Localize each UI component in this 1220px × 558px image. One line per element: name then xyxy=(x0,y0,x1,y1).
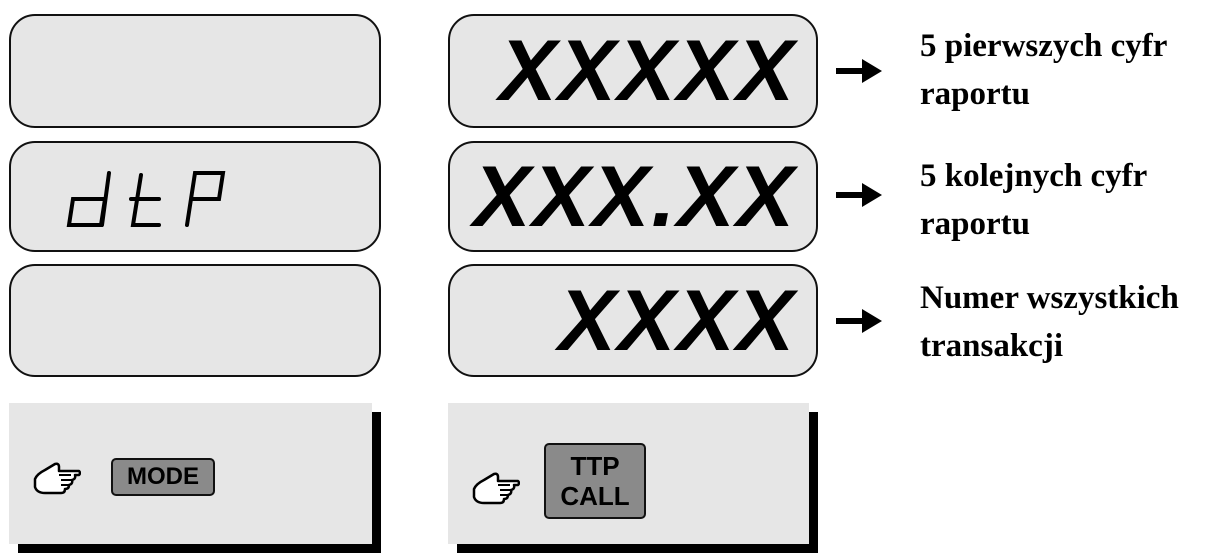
arrow-right-icon xyxy=(836,59,882,83)
ttp-call-key-label-line1: TTP xyxy=(570,451,620,481)
ttp-call-key[interactable]: TTP CALL xyxy=(544,443,646,519)
lcd-readout-next-digits: XXX.XX xyxy=(473,148,796,245)
lcd-readout-first-digits: XXXXX xyxy=(499,23,796,119)
arrow-right-icon xyxy=(836,183,882,207)
annotation-line: 5 pierwszych cyfr xyxy=(920,28,1168,64)
mode-key[interactable]: MODE xyxy=(111,458,215,496)
arrow-right-icon xyxy=(836,309,882,333)
lcd-display-right-3: XXXX xyxy=(448,264,818,377)
lcd-display-right-2: XXX.XX xyxy=(448,141,818,252)
annotation-transaction-count: Numer wszystkich transakcji xyxy=(920,274,1179,370)
key-panel-mode: MODE xyxy=(9,403,372,544)
annotation-line: raportu xyxy=(920,206,1030,242)
lcd-display-left-3 xyxy=(9,264,381,377)
annotation-first-digits: 5 pierwszych cyfr raportu xyxy=(920,22,1167,118)
annotation-line: Numer wszystkich xyxy=(920,280,1179,316)
pointing-hand-icon xyxy=(33,462,81,495)
lcd-display-right-1: XXXXX xyxy=(448,14,818,128)
annotation-next-digits: 5 kolejnych cyfr raportu xyxy=(920,152,1147,248)
lcd-text-dtp xyxy=(66,171,226,227)
ttp-call-key-label-line2: CALL xyxy=(560,481,630,511)
lcd-display-left-2 xyxy=(9,141,381,252)
annotation-line: 5 kolejnych cyfr xyxy=(920,158,1148,194)
lcd-readout-transaction-count: XXXX xyxy=(558,272,796,369)
annotation-line: raportu xyxy=(920,76,1030,112)
key-panel-ttp-call: TTP CALL xyxy=(448,403,809,544)
pointing-hand-icon xyxy=(472,472,520,505)
annotation-line: transakcji xyxy=(920,328,1063,364)
lcd-display-left-1 xyxy=(9,14,381,128)
